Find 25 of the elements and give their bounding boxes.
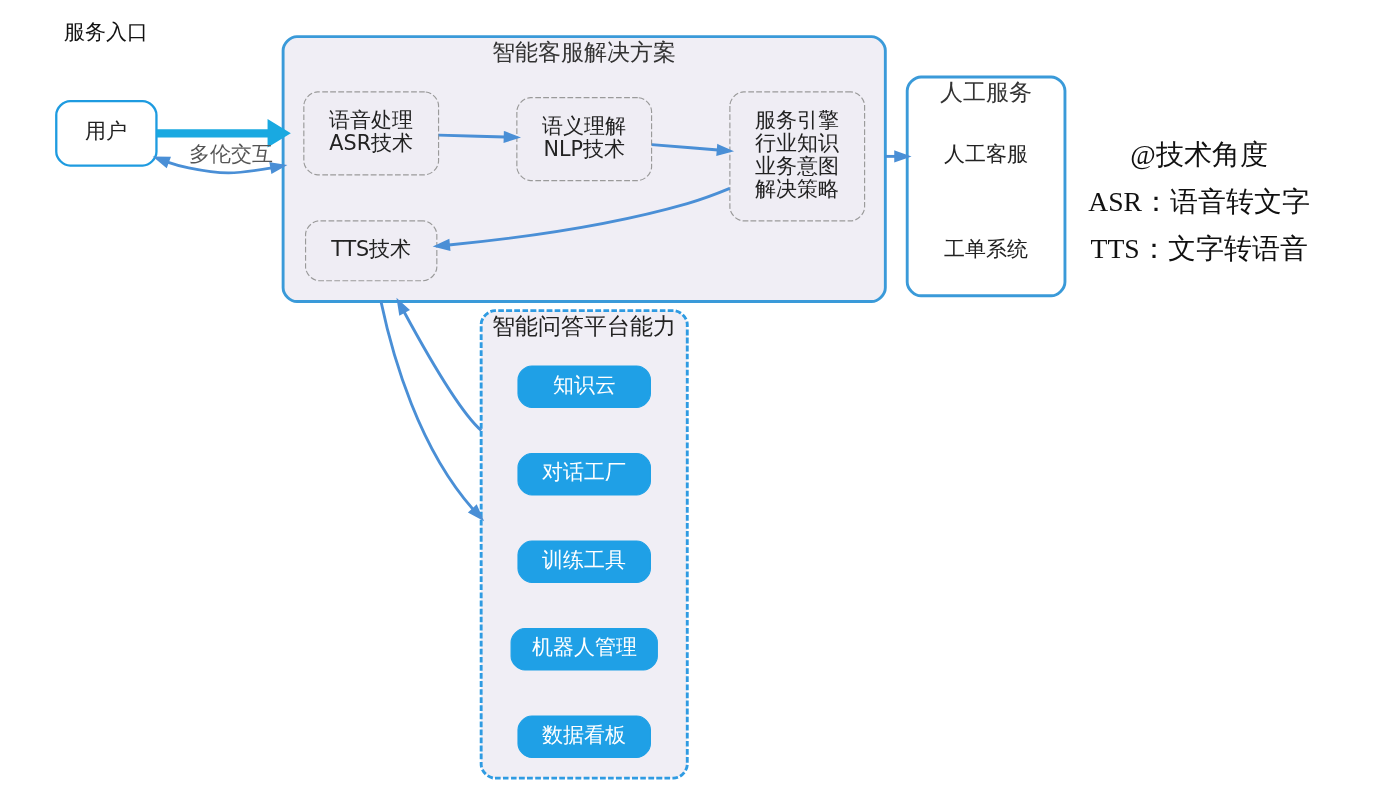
- node-box: 对话工厂: [516, 452, 651, 495]
- arrow: [156, 118, 291, 148]
- label: 服务入口: [63, 19, 148, 44]
- label: TTS：文字转语音: [1090, 232, 1308, 264]
- arrow: [432, 186, 730, 251]
- node-box: 数据看板: [516, 714, 651, 758]
- arrow: [395, 297, 482, 431]
- arrow: [651, 142, 734, 156]
- arrow: [884, 149, 912, 162]
- label: @技术角度: [1129, 138, 1268, 170]
- node-box: TTS技术: [304, 219, 437, 281]
- label: ASR：语音转文字: [1087, 185, 1310, 217]
- edge-label: 多伦交互: [188, 141, 273, 166]
- arrow: [379, 300, 484, 521]
- node-box: 服务引擎 行业知识 业务意图 解决策略: [728, 90, 865, 221]
- node-box: 语义理解 NLP技术: [515, 96, 652, 181]
- arrow: [438, 130, 521, 143]
- node-box: 语音处理 ASR技术: [302, 90, 439, 175]
- node-box: 机器人管理: [510, 627, 658, 670]
- node-box: 知识云: [516, 364, 651, 408]
- node-text: 工单系统: [943, 236, 1028, 261]
- node-box: 用户: [54, 99, 158, 167]
- node-text: 人工客服: [943, 141, 1028, 166]
- arrow: [152, 156, 287, 174]
- node-box: 训练工具: [516, 539, 651, 583]
